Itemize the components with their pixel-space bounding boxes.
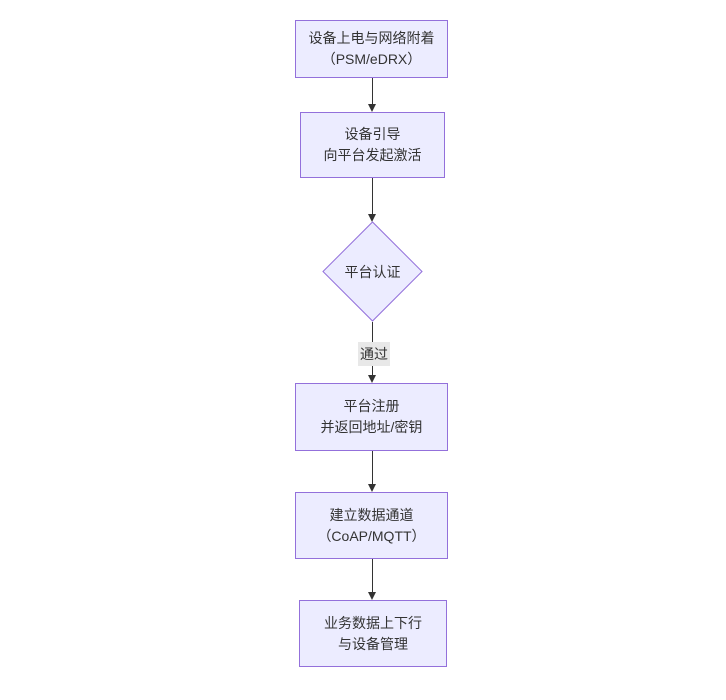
flow-node-data-channel: 建立数据通道 （CoAP/MQTT）: [295, 492, 448, 559]
arrow-head-icon: [368, 484, 376, 492]
node-text-line: 设备上电与网络附着: [308, 30, 435, 46]
flow-node-platform-auth: 平台认证: [322, 221, 423, 322]
node-text-line: 平台认证: [344, 264, 401, 280]
flow-node-register: 平台注册 并返回地址/密钥: [295, 383, 448, 451]
flow-node-power-attach: 设备上电与网络附着 （PSM/eDRX）: [295, 20, 448, 78]
arrow-head-icon: [368, 214, 376, 222]
node-text-line: 设备引导: [344, 126, 401, 142]
node-text-line: 向平台发起激活: [323, 147, 422, 163]
flow-arrow-line: [372, 559, 373, 593]
node-text-line: 与设备管理: [338, 635, 408, 652]
node-text-line: （PSM/eDRX）: [321, 51, 422, 67]
arrow-head-icon: [368, 592, 376, 600]
node-text-line: 并返回地址/密钥: [320, 419, 423, 435]
flow-arrow-line: [372, 451, 373, 485]
node-text-line: 平台注册: [343, 398, 400, 414]
node-text-line: （CoAP/MQTT）: [317, 527, 426, 544]
node-text-line: 建立数据通道: [329, 506, 414, 523]
arrow-head-icon: [368, 375, 376, 383]
arrow-head-icon: [368, 104, 376, 112]
flow-arrow-line: [372, 178, 373, 215]
edge-label-pass: 通过: [358, 342, 390, 366]
flow-node-bootstrap: 设备引导 向平台发起激活: [300, 112, 445, 178]
flow-node-business: 业务数据上下行 与设备管理: [299, 600, 447, 667]
flow-arrow-line: [372, 78, 373, 105]
node-text-line: 业务数据上下行: [324, 614, 422, 631]
